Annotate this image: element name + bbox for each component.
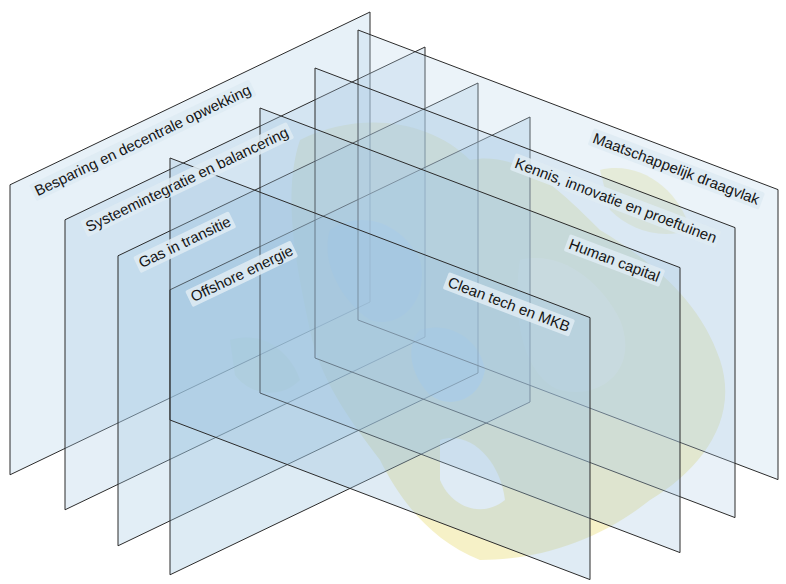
plane-outline <box>170 158 590 580</box>
